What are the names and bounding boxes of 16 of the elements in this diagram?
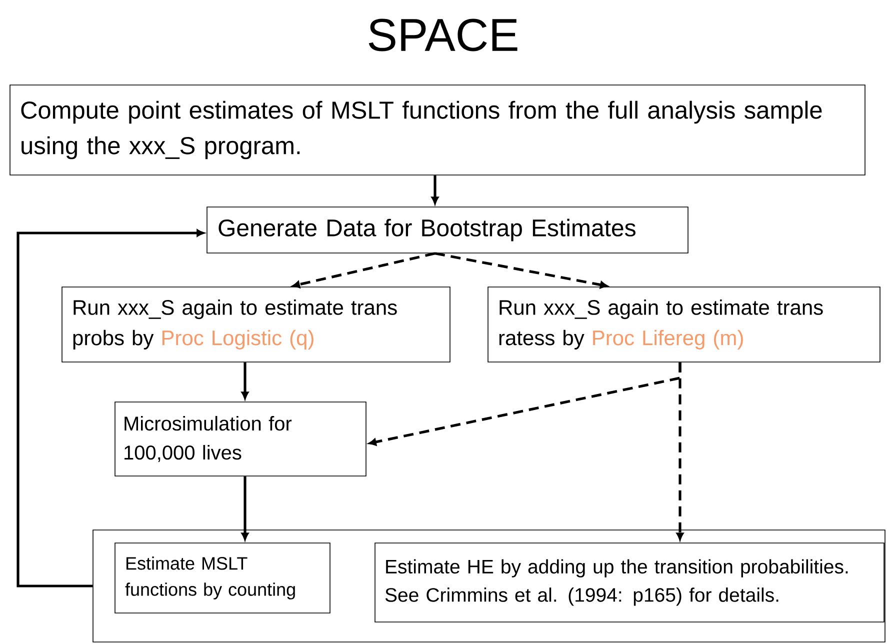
arrow	[676, 362, 684, 540]
process-box: Estimate MSLT functions by counting	[114, 542, 330, 614]
arrow	[16, 229, 204, 588]
process-box: Run xxx_S again to estimate trans ratess by Proc Lifereg (m)	[488, 286, 880, 362]
process-box: Microsimulation for 100,000 lives	[114, 402, 366, 476]
arrow	[241, 362, 249, 400]
container-box	[92, 530, 886, 642]
arrow	[434, 252, 608, 288]
arrow	[241, 476, 249, 540]
process-box: Compute point estimates of MSLT functions from the full analysis sample using the xxx_S program.	[10, 84, 866, 176]
arrow	[431, 175, 439, 204]
process-box: Estimate HE by adding up the transition probabilities. See Crimmins et al. (1994: p165) for details.	[374, 542, 884, 622]
arrow	[292, 252, 436, 288]
title: SPACE	[368, 18, 518, 52]
process-box: Run xxx_S again to estimate trans probs by Proc Logistic (q)	[62, 286, 450, 362]
process-box: Generate Data for Bootstrap Estimates	[206, 206, 688, 254]
